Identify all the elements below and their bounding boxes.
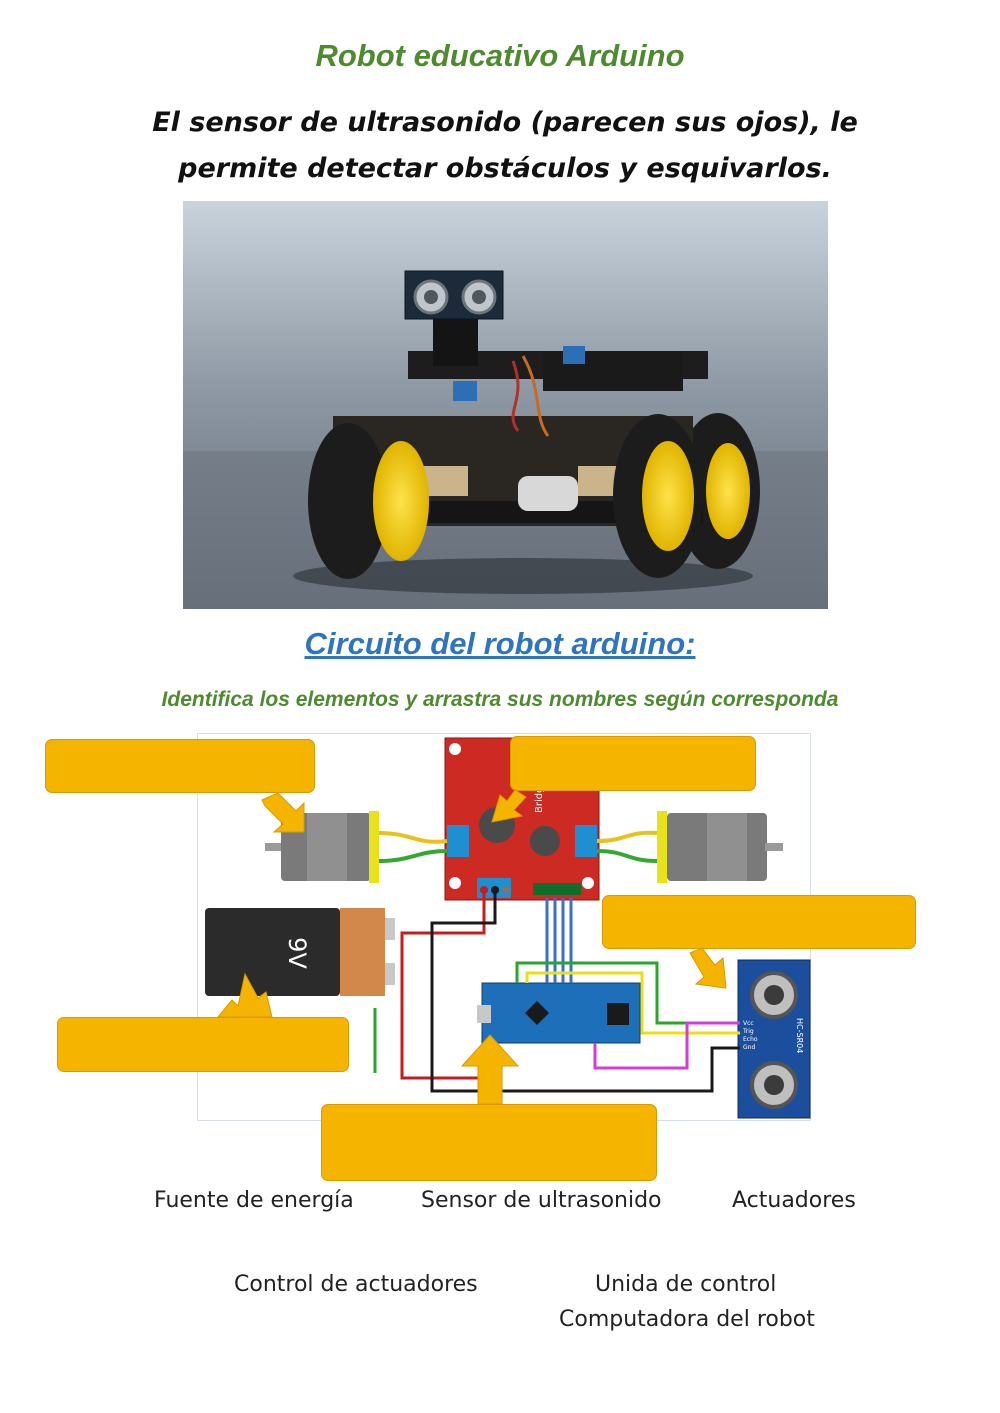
front-wheel-right [613,414,703,578]
driver-brand-label: Bridge [534,780,545,813]
instructions: Identifica los elementos y arrastra sus … [161,688,839,711]
arrow-to-sensor [689,947,727,989]
arrow-to-battery [216,972,273,1018]
sensor-pin-label: Gnd [743,1044,755,1051]
circuit-wires [373,893,740,1093]
robot-photo [183,201,828,609]
ultrasonic-sensor: HC-SR04 [737,959,811,1119]
sensor-pin-label: Trig [742,1028,754,1035]
intro-text: El sensor de ultrasonido (parecen sus oj… [152,107,858,184]
sensor-model-label: HC-SR04 [795,1018,804,1053]
word-unida-de-control[interactable]: Unida de control [595,1272,777,1297]
drop-zone-arduino[interactable] [321,1104,657,1181]
arrow-to-left-motor [261,792,305,833]
page-title: Robot educativo Arduino [315,38,685,73]
front-wheel-left [308,423,429,579]
sensor-pin-label: Vcc [743,1020,754,1027]
drop-zone-motor-driver[interactable] [510,736,756,791]
arrow-to-motor-driver [491,789,527,823]
drop-zone-left-motor[interactable] [45,739,315,793]
word-actuadores[interactable]: Actuadores [732,1188,856,1213]
word-sensor-de-ultrasonido[interactable]: Sensor de ultrasonido [421,1188,662,1213]
battery-9v: 9V [205,908,395,996]
arrow-to-arduino [460,1034,520,1105]
right-motor [596,811,783,883]
word-control-de-actuadores[interactable]: Control de actuadores [234,1272,478,1297]
battery-label: 9V [283,937,311,969]
drop-zone-ultrasonic-sensor[interactable] [602,895,916,949]
sensor-pin-label: Echo [743,1036,758,1043]
section-title: Circuito del robot arduino: [304,626,696,661]
arduino-nano-board [477,982,641,1044]
word-fuente-de-energia[interactable]: Fuente de energía [154,1188,354,1213]
word-computadora-del-robot[interactable]: Computadora del robot [559,1307,815,1332]
drop-zone-battery[interactable] [57,1017,349,1072]
